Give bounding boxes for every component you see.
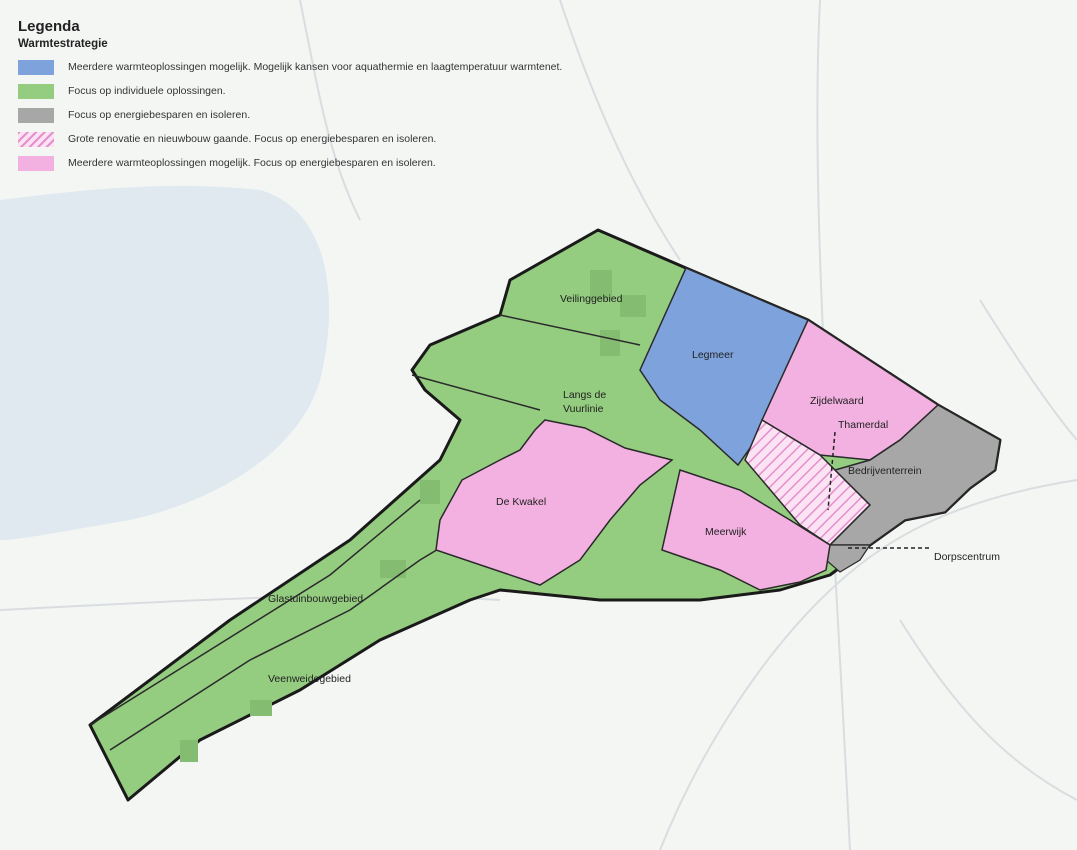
label-de-kwakel: De Kwakel bbox=[496, 496, 546, 508]
legend-swatch-hatched bbox=[18, 131, 54, 147]
area-meerwijk bbox=[661, 469, 831, 591]
label-veilinggebied: Veilinggebied bbox=[560, 293, 623, 305]
legend-label: Grote renovatie en nieuwbouw gaande. Foc… bbox=[68, 133, 437, 145]
legend-subtitle: Warmtestrategie bbox=[18, 38, 108, 50]
thamerdal-leader-line bbox=[827, 431, 836, 511]
label-dorpscentrum: Dorpscentrum bbox=[934, 551, 1000, 563]
legend-swatch-grey bbox=[18, 107, 54, 123]
legend-label: Focus op energiebesparen en isoleren. bbox=[68, 109, 251, 121]
legend-swatch-pink bbox=[18, 155, 54, 171]
label-veenweidegebied: Veenweidegebied bbox=[268, 673, 351, 685]
label-zijdelwaard: Zijdelwaard bbox=[810, 395, 864, 407]
legend-item-green: Focus op individuele oplossingen. bbox=[18, 79, 838, 103]
legend-swatch-blue bbox=[18, 59, 54, 75]
legend-label: Meerdere warmteoplossingen mogelijk. Mog… bbox=[68, 61, 563, 73]
label-langs-de-vuurlinie-2: Vuurlinie bbox=[563, 403, 604, 415]
label-meerwijk: Meerwijk bbox=[705, 526, 747, 538]
label-langs-de-vuurlinie-1: Langs de bbox=[563, 389, 606, 401]
legend-item-hatched: Grote renovatie en nieuwbouw gaande. Foc… bbox=[18, 127, 838, 151]
label-thamerdal: Thamerdal bbox=[838, 419, 888, 431]
legend: Legenda Warmtestrategie Meerdere warmteo… bbox=[18, 18, 838, 175]
legend-item-pink: Meerdere warmteoplossingen mogelijk. Foc… bbox=[18, 151, 838, 175]
lake-water bbox=[0, 185, 330, 541]
label-bedrijventerrein: Bedrijventerrein bbox=[848, 465, 922, 477]
label-legmeer: Legmeer bbox=[692, 349, 734, 361]
area-de-kwakel bbox=[435, 419, 674, 586]
legend-label: Meerdere warmteoplossingen mogelijk. Foc… bbox=[68, 157, 436, 169]
label-glastuinbouwgebied: Glastuinbouwgebied bbox=[268, 593, 363, 605]
legend-label: Focus op individuele oplossingen. bbox=[68, 85, 226, 97]
legend-items: Meerdere warmteoplossingen mogelijk. Mog… bbox=[18, 55, 838, 175]
greenhouse-patches bbox=[180, 270, 646, 762]
legend-title: Legenda bbox=[18, 18, 80, 35]
legend-swatch-green bbox=[18, 83, 54, 99]
legend-item-grey: Focus op energiebesparen en isoleren. bbox=[18, 103, 838, 127]
legend-item-blue: Meerdere warmteoplossingen mogelijk. Mog… bbox=[18, 55, 838, 79]
